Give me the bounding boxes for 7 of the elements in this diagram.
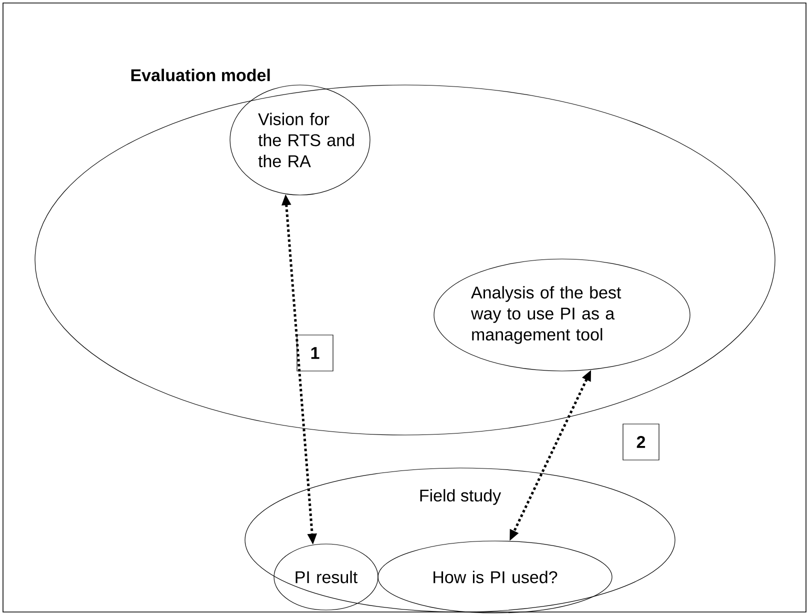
node-label: Evaluation model (131, 68, 270, 82)
callout-number: 1 (296, 334, 334, 372)
ellipse-node: Vision for the RTS and the RA (230, 84, 370, 196)
callout-number: 2 (622, 424, 660, 460)
ellipse-node: Analysis of the best way to use PI as a management tool (434, 258, 690, 372)
ellipse-node: How is PI used? (378, 540, 612, 614)
ellipse-node: PI result (274, 544, 378, 610)
